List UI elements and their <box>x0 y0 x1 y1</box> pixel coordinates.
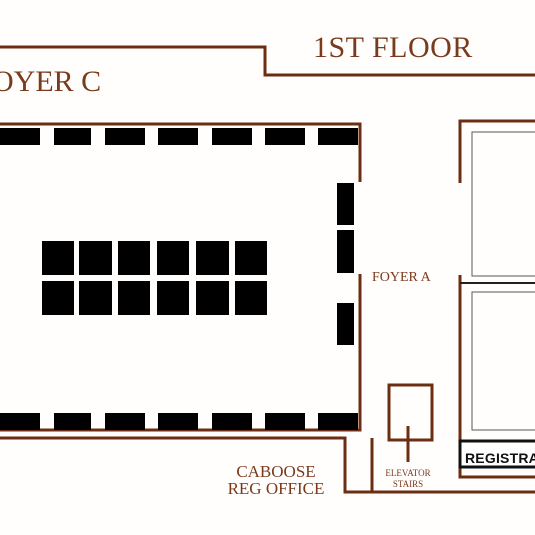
table <box>54 413 91 430</box>
tables-bottom-row <box>0 413 358 430</box>
caboose-label-line2: REG OFFICE <box>227 479 325 498</box>
table <box>235 241 267 275</box>
table <box>0 128 40 145</box>
stairs-label: STAIRS <box>392 479 424 489</box>
table <box>157 281 189 315</box>
floor-title: 1ST FLOOR <box>313 31 473 64</box>
caboose-label-line1: CABOOSE <box>236 462 316 481</box>
table <box>337 303 354 345</box>
table <box>196 241 229 275</box>
table <box>42 281 74 315</box>
foyer-a-label: FOYER A <box>372 270 431 285</box>
table <box>118 241 150 275</box>
registration-inner <box>471 131 535 431</box>
tables-top-row <box>0 128 358 145</box>
table <box>318 413 358 430</box>
table <box>337 183 354 225</box>
reg-room-left-wall-bottom <box>458 275 535 479</box>
elevator-label: ELEVATOR <box>385 468 431 478</box>
registration-desk <box>458 439 535 469</box>
outer-wall-top <box>0 45 535 77</box>
table <box>235 281 267 315</box>
table <box>118 281 150 315</box>
table <box>212 413 252 430</box>
table <box>0 413 40 430</box>
reg-inner-room-bottom <box>471 291 535 431</box>
table <box>79 241 112 275</box>
reg-room-left-wall-top <box>458 119 535 183</box>
table <box>212 128 252 145</box>
center-table-block <box>42 241 267 315</box>
table <box>42 241 74 275</box>
caboose-reg-office-label: CABOOSE REG OFFICE <box>216 463 336 497</box>
tables-right-column <box>337 183 354 345</box>
table <box>265 128 305 145</box>
elevator-stairs <box>387 383 434 462</box>
table <box>337 230 354 273</box>
reg-inner-room-top <box>471 131 535 277</box>
table <box>158 128 198 145</box>
elevator-stairs-label: ELEVATOR STAIRS <box>378 468 438 490</box>
table <box>318 128 358 145</box>
elevator-box <box>387 383 434 442</box>
foyer-c-wall-top <box>0 122 362 182</box>
table <box>54 128 91 145</box>
registration-label: REGISTRA <box>465 450 535 466</box>
table <box>157 241 189 275</box>
table <box>196 281 229 315</box>
foyer-c-label: OYER C <box>0 65 102 98</box>
registration-rooms <box>458 119 535 479</box>
table <box>105 413 145 430</box>
foyer-c-room <box>0 122 362 432</box>
table <box>105 128 145 145</box>
outer-wall-bottom <box>0 436 535 494</box>
table <box>265 413 305 430</box>
table <box>158 413 198 430</box>
table <box>79 281 112 315</box>
